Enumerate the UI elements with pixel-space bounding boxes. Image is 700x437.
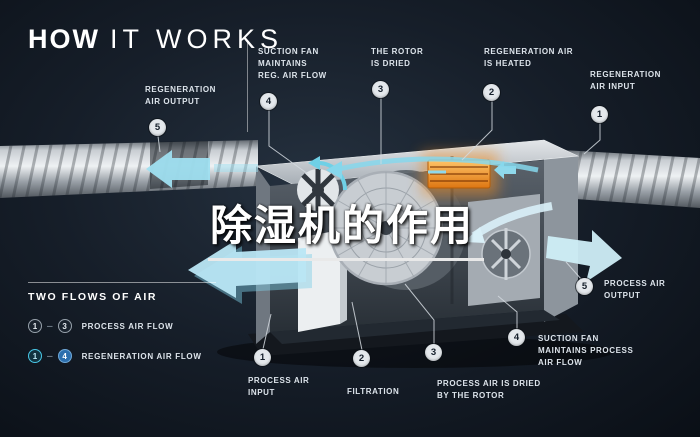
callout-label-suction-process: SUCTION FAN MAINTAINS PROCESS AIR FLOW xyxy=(538,334,634,367)
callout-marker-filtration: 2 xyxy=(353,350,370,367)
legend: TWO FLOWS OF AIR 1 – 3 PROCESS AIR FLOW … xyxy=(28,282,248,363)
callout-label-suction-reg: SUCTION FAN MAINTAINS REG. AIR FLOW xyxy=(258,47,327,80)
callout-lines xyxy=(157,98,601,351)
legend-circle-process-to: 3 xyxy=(57,319,72,333)
title-divider xyxy=(247,40,248,132)
callout-label-filtration: FILTRATION xyxy=(347,387,400,396)
callout-marker-process-dried: 3 xyxy=(425,344,442,361)
callout-marker-reg-input: 1 xyxy=(591,106,608,123)
watermark-text: 除湿机的作用 xyxy=(208,192,485,261)
process-output-arrow xyxy=(546,230,622,282)
callout-marker-suction-process: 4 xyxy=(508,329,525,346)
callout-label-rotor-dried: THE ROTOR IS DRIED xyxy=(371,47,424,68)
callout-label-reg-input: REGENERATION AIR INPUT xyxy=(590,70,662,91)
callout-label-reg-output: REGENERATION AIR OUTPUT xyxy=(145,85,217,106)
legend-circle-regeneration-to: 4 xyxy=(57,349,72,363)
legend-title: TWO FLOWS OF AIR xyxy=(28,291,158,303)
legend-dash: – xyxy=(47,350,53,362)
process-fan xyxy=(468,194,540,306)
callout-label-process-output: PROCESS AIR OUTPUT xyxy=(604,279,666,300)
callout-marker-reg-heated: 2 xyxy=(483,84,500,101)
right-duct xyxy=(562,150,700,208)
process-input-arrow xyxy=(188,240,306,298)
legend-label-regeneration: REGENERATION AIR FLOW xyxy=(81,351,202,361)
callout-marker-rotor-dried: 3 xyxy=(372,81,389,98)
regeneration-fan xyxy=(297,156,347,211)
legend-row-regeneration: 1 – 4 REGENERATION AIR FLOW xyxy=(28,349,248,363)
legend-circle-regeneration-from: 1 xyxy=(28,349,42,363)
page-title: HOW IT WORKS xyxy=(28,24,283,55)
callout-marker-process-output: 5 xyxy=(576,278,593,295)
callout-marker-process-input: 1 xyxy=(254,349,271,366)
callout-label-reg-heated: REGENERATION AIR IS HEATED xyxy=(484,47,574,68)
legend-divider xyxy=(28,282,216,283)
title-light: IT WORKS xyxy=(109,24,283,54)
legend-label-process: PROCESS AIR FLOW xyxy=(81,321,174,331)
title-strong: HOW xyxy=(28,24,100,54)
legend-dash: – xyxy=(47,320,53,332)
legend-circle-process-from: 1 xyxy=(28,319,42,333)
callout-label-process-dried: PROCESS AIR IS DRIED BY THE ROTOR xyxy=(437,379,541,400)
legend-row-process: 1 – 3 PROCESS AIR FLOW xyxy=(28,319,248,333)
callout-label-process-input: PROCESS AIR INPUT xyxy=(248,376,310,397)
callout-marker-reg-output: 5 xyxy=(149,119,166,136)
reg-output-arrow xyxy=(146,150,210,188)
callout-marker-suction-reg: 4 xyxy=(260,93,277,110)
